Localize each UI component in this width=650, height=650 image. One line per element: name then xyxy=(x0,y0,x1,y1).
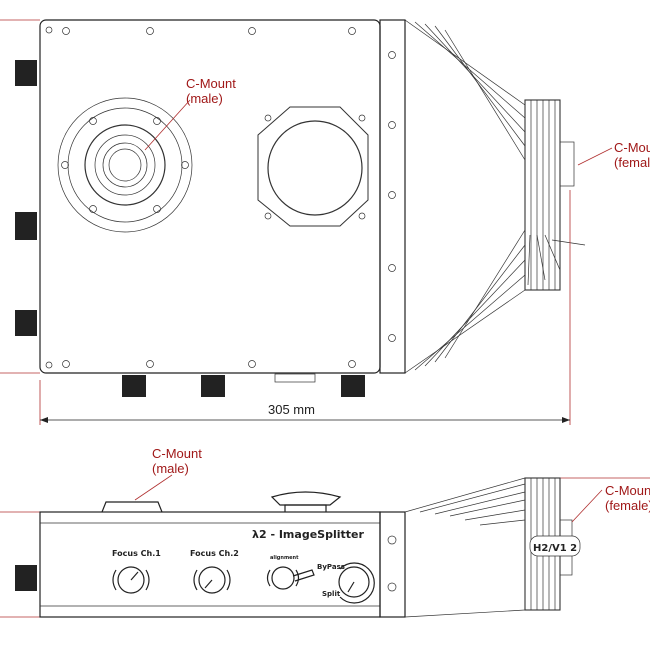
window-port xyxy=(257,106,369,227)
leader-line xyxy=(144,99,191,151)
c-mount-female-sublabel: (female) xyxy=(614,155,650,170)
cone-cables xyxy=(404,19,526,374)
c-mount-male-port xyxy=(57,97,193,233)
c-mount-female-label: C-Mount xyxy=(614,140,650,155)
bypass-label: ByPass xyxy=(317,563,345,571)
product-title: λ2 - ImageSplitter xyxy=(252,528,364,541)
alignment-label: alignment xyxy=(270,555,299,561)
focus-ch2-label: Focus Ch.2 xyxy=(190,549,239,558)
side-connector xyxy=(15,565,37,591)
focus-ch1-label: Focus Ch.1 xyxy=(112,549,161,558)
lens-stack-side xyxy=(524,477,581,611)
c-mount-male-label-side: C-Mount xyxy=(152,446,202,461)
side-plate xyxy=(379,19,406,374)
cone-cables-side xyxy=(404,477,526,618)
width-dimension xyxy=(39,190,571,425)
leader-line xyxy=(577,147,613,166)
focus-ch2-knob[interactable] xyxy=(193,566,231,594)
c-mount-male-sublabel-side: (male) xyxy=(152,461,189,476)
top-view: 305 mm C-Mount (male) C-Mount (female) xyxy=(0,19,650,425)
housing-body xyxy=(39,19,381,374)
turret-label: H2/V1 2 xyxy=(533,543,577,554)
c-mount-male-sublabel: (male) xyxy=(186,91,223,106)
c-mount-female-label-side: C-Mount xyxy=(605,483,650,498)
split-label: Split xyxy=(322,590,341,598)
screws xyxy=(45,26,396,369)
alignment-knob[interactable] xyxy=(266,566,315,590)
dimension-label: 305 mm xyxy=(268,402,315,417)
bottom-connectors xyxy=(122,373,365,397)
side-view: λ2 - ImageSplitter Focus Ch.1 Focus Ch.2… xyxy=(0,446,650,618)
focus-knob-top xyxy=(270,491,342,512)
c-mount-female-sublabel-side: (female) xyxy=(605,498,650,513)
c-mount-male-side xyxy=(101,501,163,513)
lens-stack xyxy=(524,99,586,291)
c-mount-male-label: C-Mount xyxy=(186,76,236,91)
focus-ch1-knob[interactable] xyxy=(112,566,150,594)
bypass-split-switch[interactable] xyxy=(338,562,375,604)
side-connectors xyxy=(15,60,37,336)
